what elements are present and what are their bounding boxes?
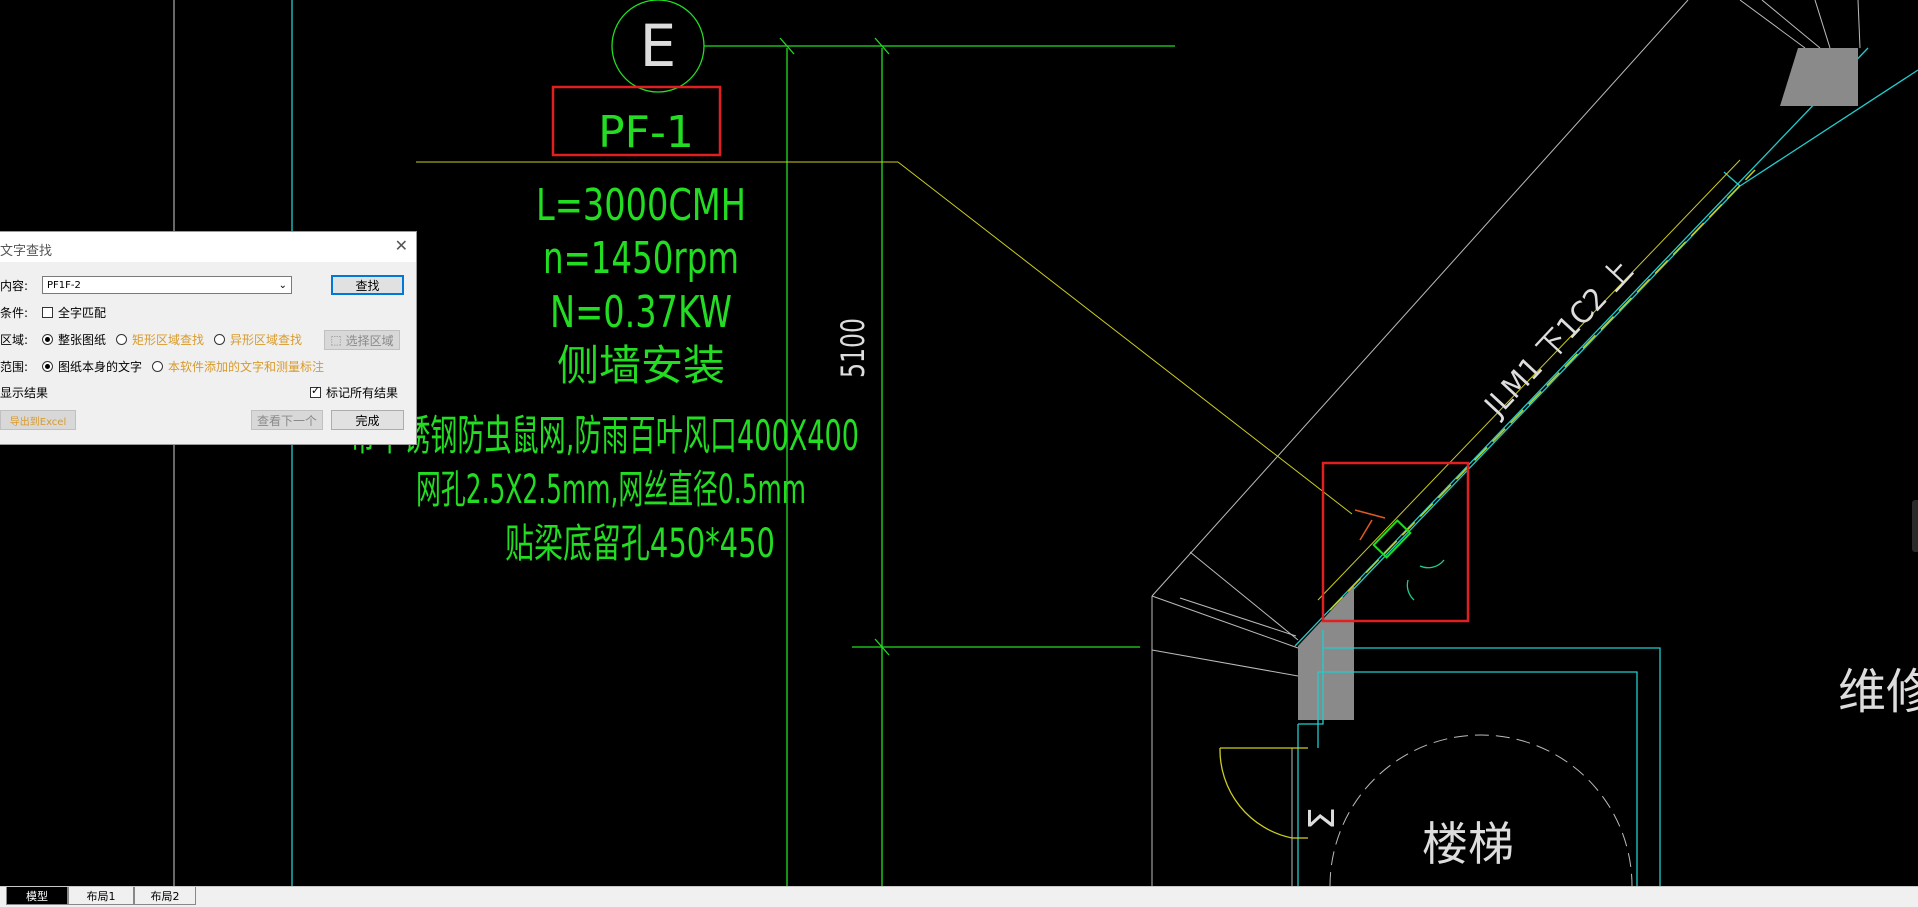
select-region-icon: ⬚	[330, 333, 342, 347]
duct-line	[1321, 185, 1741, 623]
scope-drawing-radio[interactable]	[42, 360, 53, 372]
whole-word-label: 全字匹配	[58, 305, 107, 320]
region-rect-radio[interactable]	[116, 333, 128, 345]
duct-label: JLM1 下1C2 上	[1477, 253, 1640, 425]
dimension-value: 5100	[834, 318, 872, 378]
region-whole-label: 整张图纸	[58, 332, 107, 347]
wall-line	[1317, 671, 1638, 886]
region-irregular-radio[interactable]	[214, 333, 226, 345]
power-spec: N=0.37KW	[550, 287, 732, 338]
select-region-label: 选择区域	[345, 333, 394, 348]
speed-spec: n=1450rpm	[543, 233, 739, 284]
text-find-dialog: 文字查找 ✕ 内容: PF1F-2 ⌄ 查找 条件: 全字匹配 区域: 整张图纸…	[0, 232, 416, 444]
side-panel-handle[interactable]	[1912, 500, 1918, 552]
hatch-line	[1739, 0, 1806, 49]
mark-all-checkbox[interactable]	[310, 384, 321, 398]
duct-centerline	[1329, 169, 1756, 611]
tick-mark	[779, 37, 795, 55]
region-label: 区域:	[0, 332, 29, 347]
tick-mark	[874, 638, 890, 656]
scope-added-label: 本软件添加的文字和测量标注	[168, 359, 325, 374]
next-result-button[interactable]: 查看下一个	[251, 410, 323, 430]
tab-model[interactable]: 模型	[6, 887, 68, 905]
select-region-button[interactable]: ⬚ 选择区域	[324, 330, 400, 350]
whole-word-checkbox[interactable]	[42, 306, 53, 318]
wall-line	[1151, 0, 1689, 597]
condition-row: 条件: 全字匹配	[0, 301, 106, 323]
opening-note: 贴梁底留孔450*450	[505, 521, 775, 567]
search-input[interactable]: PF1F-2 ⌄	[42, 276, 292, 294]
equipment-tag: PF-1	[598, 107, 694, 158]
stair-line	[1151, 649, 1299, 677]
dialog-title: 文字查找	[0, 244, 53, 259]
mounting-spec: 侧墙安装	[557, 341, 725, 390]
close-icon[interactable]: ✕	[394, 236, 408, 255]
mesh-note: 网孔2.5X2.5mm,网丝直径0.5mm	[416, 467, 806, 513]
region-irregular-label: 异形区域查找	[230, 332, 303, 347]
scope-label: 范围:	[0, 359, 29, 374]
search-result-highlight	[1321, 461, 1470, 623]
scope-row: 范围: 图纸本身的文字 本软件添加的文字和测量标注	[0, 355, 324, 377]
condition-label: 条件:	[0, 305, 29, 320]
tick-mark	[874, 37, 890, 55]
hatch-line	[1814, 0, 1831, 49]
show-results-label: 显示结果	[0, 385, 49, 400]
hatch-line	[1857, 0, 1861, 49]
fire-damper-symbol	[1354, 509, 1445, 601]
airflow-spec: L=3000CMH	[536, 180, 746, 231]
stair-arrow-glyph: Σ	[1302, 807, 1343, 830]
region-row: 区域: 整张图纸 矩形区域查找 异形区域查找	[0, 328, 302, 350]
wall-line	[1298, 630, 1324, 725]
stair-circle	[1329, 734, 1633, 886]
export-excel-button[interactable]: 导出到Excel	[0, 410, 76, 430]
yellow-leader-line	[897, 161, 1353, 515]
tab-layout-2[interactable]: 布局2	[134, 887, 196, 905]
content-label: 内容:	[0, 278, 29, 293]
dialog-titlebar[interactable]: 文字查找 ✕	[0, 232, 416, 262]
grid-bubble-circle	[611, 0, 705, 93]
search-result-highlight	[551, 85, 722, 157]
scope-drawing-label: 图纸本身的文字	[58, 359, 143, 374]
done-button[interactable]: 完成	[331, 410, 404, 430]
region-rect-label: 矩形区域查找	[132, 332, 205, 347]
duct-line	[1317, 159, 1741, 601]
tab-layout-1[interactable]: 布局1	[68, 887, 134, 905]
duct-line	[1294, 47, 1869, 647]
room-label-repair: 维修	[1838, 664, 1918, 720]
hatch-line	[1761, 0, 1821, 49]
cad-drawing-canvas[interactable]: E PF-1 L=3000CMH n=1450rpm N=0.37KW 侧墙安装…	[0, 0, 1918, 886]
chevron-down-icon[interactable]: ⌄	[278, 279, 287, 291]
duct-line	[1739, 69, 1918, 187]
region-whole-radio[interactable]	[42, 333, 53, 345]
stair-line	[1151, 595, 1299, 649]
room-label-stair: 楼梯	[1422, 817, 1514, 871]
grid-bubble-label: E	[640, 12, 677, 80]
louver-note: 带不锈钢防虫鼠网,防雨百叶风口400X400	[349, 411, 859, 460]
door-swing	[1219, 747, 1293, 839]
show-results-row: 显示结果	[0, 381, 48, 403]
scope-added-radio[interactable]	[152, 360, 164, 372]
wall-line	[1323, 647, 1661, 886]
stair-line	[1179, 597, 1297, 637]
content-row: 内容: PF1F-2 ⌄	[0, 274, 292, 296]
stair-line	[1189, 551, 1299, 641]
search-input-value: PF1F-2	[47, 279, 81, 291]
layout-tab-bar: 模型 布局1 布局2	[0, 886, 1918, 907]
mark-all-row: 标记所有结果	[310, 381, 398, 403]
column	[1780, 48, 1858, 106]
column	[1298, 586, 1354, 720]
find-button[interactable]: 查找	[331, 275, 404, 295]
mark-all-label: 标记所有结果	[326, 385, 399, 400]
